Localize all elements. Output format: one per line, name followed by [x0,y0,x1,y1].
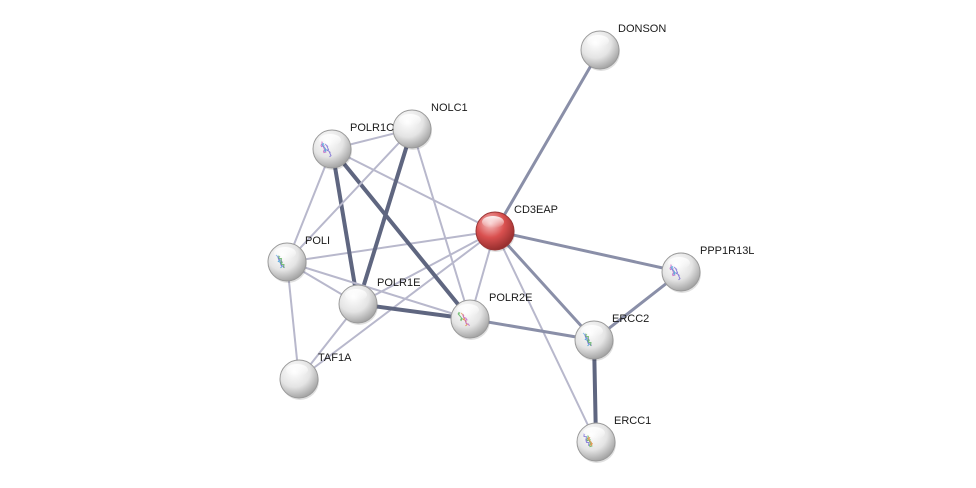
edge-polr1c-poli[interactable] [286,148,333,263]
node-label-polr2e: POLR2E [489,292,532,304]
node-gloss [319,134,341,146]
node-gloss [668,257,690,269]
node-label-cd3eap: CD3EAP [514,204,558,216]
protein-structure-icon [324,143,332,158]
edge-nolc1-polr2e[interactable] [411,128,471,320]
node-taf1a[interactable]: TAF1A [279,352,352,400]
node-gloss [345,289,367,301]
node-polr1e[interactable]: POLR1E [338,277,420,325]
node-label-ercc2: ERCC2 [612,313,649,325]
edge-cd3eap-ercc2[interactable] [493,229,596,342]
node-label-nolc1: NOLC1 [431,102,468,114]
node-polr2e[interactable]: POLR2E [450,292,532,340]
edge-nolc1-polr1e[interactable] [356,127,414,306]
node-ercc1[interactable]: ERCC1 [576,415,651,463]
node-label-polr1c: POLR1C [350,122,394,134]
edge-poli-polr2e[interactable] [286,261,471,320]
edge-polr1c-polr2e[interactable] [330,147,472,321]
node-nolc1[interactable]: NOLC1 [392,102,468,150]
edge-nolc1-poli[interactable] [286,128,413,263]
edge-polr2e-ercc2[interactable] [468,317,596,342]
edge-cd3eap-ercc1[interactable] [494,230,597,443]
node-gloss [457,304,479,316]
node-gloss [274,247,296,259]
node-gloss [583,427,605,439]
protein-structure-icon [673,266,681,281]
node-ercc2[interactable]: ERCC2 [574,313,649,361]
node-polr1c[interactable]: POLR1C [312,122,394,170]
edge-cd3eap-taf1a[interactable] [298,230,496,380]
node-label-donson: DONSON [618,23,666,35]
node-label-ppp1r13l: PPP1R13L [700,245,754,257]
node-cd3eap[interactable]: CD3EAP [475,204,558,252]
node-label-taf1a: TAF1A [318,352,352,364]
node-label-ercc1: ERCC1 [614,415,651,427]
node-gloss [399,114,421,126]
edge-cd3eap-donson[interactable] [493,48,602,233]
node-ppp1r13l[interactable]: PPP1R13L [661,245,754,293]
node-gloss [286,364,308,376]
node-donson[interactable]: DONSON [580,23,666,71]
node-gloss [482,216,504,228]
edge-cd3eap-poli[interactable] [286,230,496,263]
protein-structure-icon [462,313,470,327]
edge-poli-taf1a[interactable] [286,261,300,380]
node-label-polr1e: POLR1E [377,277,420,289]
edge-cd3eap-ppp1r13l[interactable] [493,229,683,274]
node-gloss [587,35,609,47]
edge-cd3eap-polr1c[interactable] [331,148,496,232]
node-poli[interactable]: POLI [267,235,330,283]
node-label-poli: POLI [305,235,330,247]
node-gloss [581,325,603,337]
edge-polr1c-polr1e[interactable] [330,147,360,306]
